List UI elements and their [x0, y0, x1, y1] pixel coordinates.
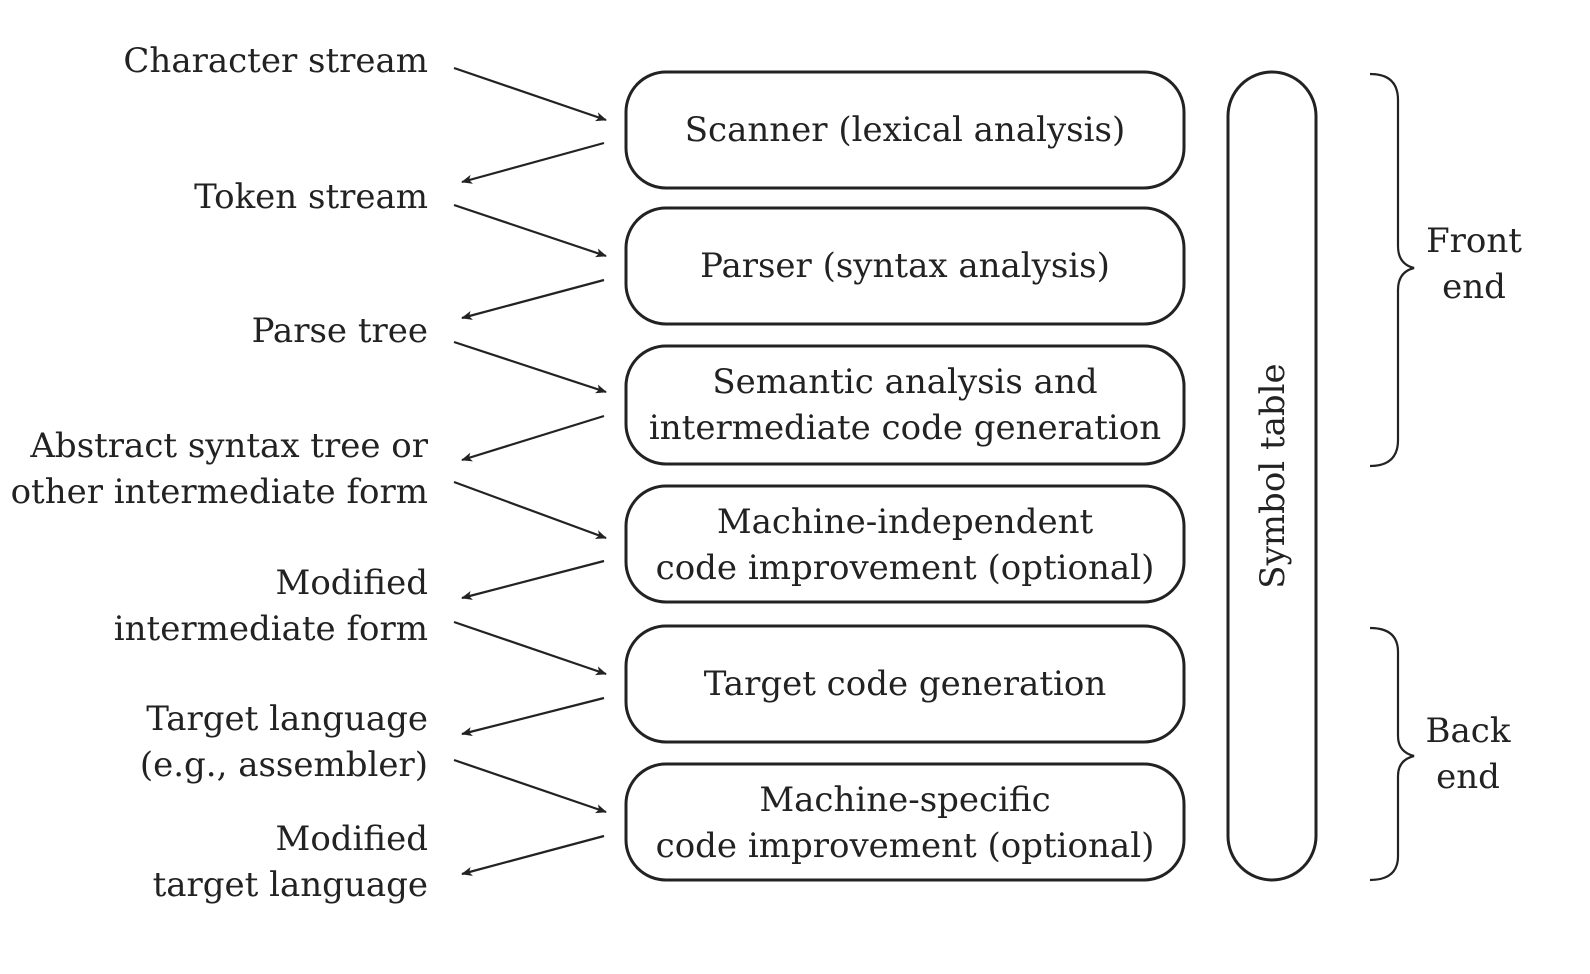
- phase-box: [624, 484, 1186, 604]
- phase-machine-independent: Machine-independent code improvement (op…: [624, 484, 1186, 604]
- artifact-modified-ir-line-1: Modified: [276, 563, 429, 603]
- artifact-ast-line-2: other intermediate form: [11, 472, 428, 512]
- flow-arrows: [453, 66, 607, 876]
- group-braces: Front end Back end: [1369, 72, 1522, 882]
- front-end-brace: [1369, 72, 1415, 468]
- symbol-table-box: [1226, 70, 1318, 882]
- arrow-out-machine-specific: [461, 834, 605, 876]
- phase-target-code-generation: Target code generation: [624, 624, 1186, 744]
- artifact-parse-tree: Parse tree: [252, 311, 428, 351]
- artifact-labels: Character stream Token stream Parse tree…: [11, 41, 429, 905]
- phase-label-line-1: Semantic analysis and: [712, 362, 1097, 402]
- artifact-target-language-line-1: Target language: [146, 699, 428, 739]
- phase-label-line-2: code improvement (optional): [656, 826, 1155, 866]
- artifact-modified-ir-line-2: intermediate form: [114, 609, 428, 649]
- arrow-out-parser: [461, 278, 605, 320]
- symbol-table-label: Symbol table: [1253, 363, 1293, 588]
- arrow-in-parser: [453, 203, 607, 258]
- phase-label-line-2: code improvement (optional): [656, 548, 1155, 588]
- artifact-modified-target-line-1: Modified: [276, 819, 429, 859]
- back-end-brace: [1369, 626, 1415, 882]
- phase-box: [624, 762, 1186, 882]
- phase-box: [624, 70, 1186, 190]
- phase-machine-specific: Machine-specific code improvement (optio…: [624, 762, 1186, 882]
- back-end-label-line-1: Back: [1426, 711, 1511, 751]
- front-end-label-line-1: Front: [1426, 221, 1522, 261]
- phase-semantic-analysis: Semantic analysis and intermediate code …: [624, 344, 1186, 466]
- phase-scanner: Scanner (lexical analysis): [624, 70, 1186, 190]
- arrow-in-machine-specific: [453, 758, 607, 814]
- arrow-in-scanner: [453, 66, 607, 122]
- artifact-target-language-line-2: (e.g., assembler): [140, 745, 428, 785]
- phase-boxes: Scanner (lexical analysis) Parser (synta…: [624, 70, 1186, 882]
- phase-parser: Parser (syntax analysis): [624, 206, 1186, 326]
- artifact-ast-line-1: Abstract syntax tree or: [29, 426, 428, 466]
- phase-label-line-1: Machine-specific: [759, 780, 1050, 820]
- arrow-in-machine-independent: [453, 480, 607, 540]
- phase-label: Target code generation: [704, 664, 1106, 704]
- phase-label-line-1: Machine-independent: [717, 502, 1094, 542]
- artifact-character-stream: Character stream: [123, 41, 428, 81]
- phase-box: [624, 206, 1186, 326]
- arrow-out-target-codegen: [461, 696, 605, 736]
- phase-label-line-2: intermediate code generation: [649, 408, 1161, 448]
- artifact-token-stream: Token stream: [194, 177, 428, 217]
- phase-box: [624, 344, 1186, 466]
- arrow-out-semantic: [461, 414, 605, 462]
- arrow-in-semantic: [453, 340, 607, 394]
- symbol-table: Symbol table: [1226, 70, 1318, 882]
- arrow-in-target-codegen: [453, 620, 607, 676]
- front-end-label-line-2: end: [1442, 267, 1506, 307]
- artifact-modified-target-line-2: target language: [153, 865, 428, 905]
- phase-label: Scanner (lexical analysis): [685, 110, 1125, 150]
- phase-label: Parser (syntax analysis): [700, 246, 1110, 286]
- arrow-out-machine-independent: [461, 559, 605, 600]
- back-end-label-line-2: end: [1436, 757, 1500, 797]
- arrow-out-scanner: [461, 141, 605, 184]
- phase-box: [624, 624, 1186, 744]
